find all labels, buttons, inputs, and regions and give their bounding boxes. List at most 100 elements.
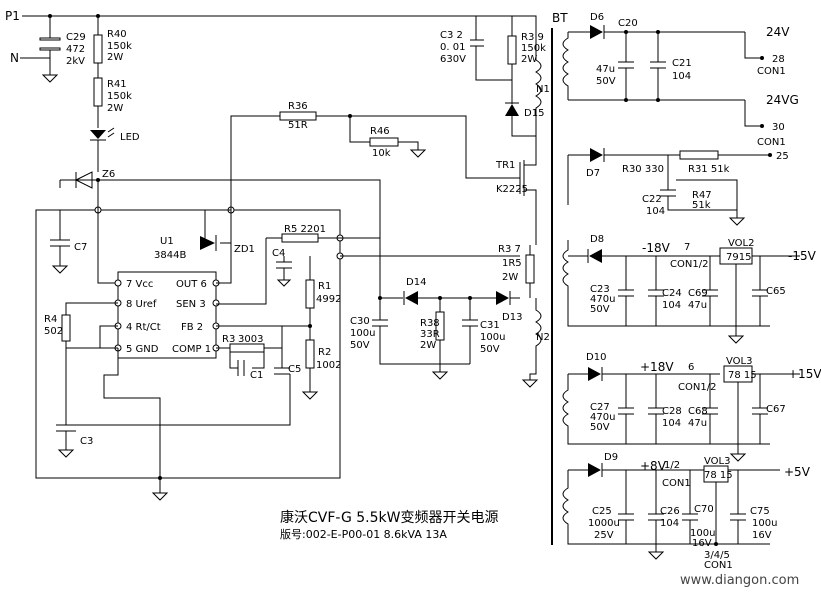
svg-text:16V: 16V bbox=[752, 530, 772, 541]
svg-text:150k: 150k bbox=[107, 41, 132, 52]
svg-text:104: 104 bbox=[662, 300, 681, 311]
svg-text:R46: R46 bbox=[370, 126, 390, 137]
svg-text:C25: C25 bbox=[592, 506, 612, 517]
title-block: 康沃CVF-G 5.5kW变频器开关电源 版号:002-E-P00-01 8.6… bbox=[280, 509, 799, 588]
svg-text:R40: R40 bbox=[107, 29, 127, 40]
output-24vg: 24VG bbox=[766, 93, 799, 107]
svg-text:CON1: CON1 bbox=[757, 66, 786, 77]
svg-text:R36: R36 bbox=[288, 101, 308, 112]
svg-text:104: 104 bbox=[660, 518, 679, 529]
output-24v: 24V bbox=[766, 25, 790, 39]
svg-text:470u: 470u bbox=[590, 412, 615, 423]
svg-text:C30: C30 bbox=[350, 316, 370, 327]
ic-part: 3844B bbox=[154, 250, 186, 261]
svg-text:CON1/2: CON1/2 bbox=[670, 259, 708, 270]
svg-text:C68: C68 bbox=[688, 406, 708, 417]
title-line-2: 版号:002-E-P00-01 8.6kVA 13A bbox=[280, 527, 447, 541]
svg-text:16V: 16V bbox=[692, 538, 712, 549]
svg-text:C22: C22 bbox=[642, 194, 662, 205]
svg-text:C65: C65 bbox=[766, 286, 786, 297]
svg-text:6: 6 bbox=[688, 362, 694, 373]
svg-text:R30 330: R30 330 bbox=[622, 164, 664, 175]
svg-text:C7: C7 bbox=[74, 242, 87, 253]
svg-text:K2225: K2225 bbox=[496, 184, 528, 195]
svg-text:VOL3: VOL3 bbox=[726, 356, 752, 367]
ic-ref: U1 bbox=[160, 236, 174, 247]
svg-text:D10: D10 bbox=[586, 352, 606, 363]
svg-text:2W: 2W bbox=[521, 54, 537, 65]
svg-text:C27: C27 bbox=[590, 402, 610, 413]
svg-text:2kV: 2kV bbox=[66, 56, 85, 67]
output-plus5v: +5V bbox=[784, 465, 811, 479]
svg-text:R3 7: R3 7 bbox=[498, 244, 521, 255]
svg-text:+18V: +18V bbox=[640, 360, 674, 374]
svg-text:1002: 1002 bbox=[316, 360, 341, 371]
svg-text:C70: C70 bbox=[694, 504, 714, 515]
svg-text:R5 2201: R5 2201 bbox=[284, 224, 326, 235]
svg-text:50V: 50V bbox=[596, 76, 616, 87]
svg-text:5 GND: 5 GND bbox=[126, 344, 159, 355]
svg-text:SEN 3: SEN 3 bbox=[176, 299, 206, 310]
svg-text:C4: C4 bbox=[272, 248, 285, 259]
svg-text:4992: 4992 bbox=[316, 294, 341, 305]
svg-text:50V: 50V bbox=[590, 422, 610, 433]
output-minus15v: -15V bbox=[788, 249, 817, 263]
svg-text:CON1: CON1 bbox=[757, 137, 786, 148]
svg-text:D13: D13 bbox=[502, 312, 522, 323]
svg-text:N1: N1 bbox=[536, 84, 550, 95]
svg-text:2W: 2W bbox=[420, 340, 436, 351]
svg-text:0. 01: 0. 01 bbox=[440, 42, 465, 53]
svg-text:D8: D8 bbox=[590, 234, 604, 245]
svg-text:78 15: 78 15 bbox=[728, 370, 757, 381]
input-section: P1 N C29 472 2kV R40 150k 2W R41 150k 2W… bbox=[5, 9, 510, 298]
svg-text:28: 28 bbox=[772, 54, 785, 65]
secondary-24v: D6 C20 47u 50V C21 104 24V 24VG 28 CON1 … bbox=[562, 12, 799, 148]
svg-text:C5: C5 bbox=[288, 364, 301, 375]
svg-text:FB 2: FB 2 bbox=[181, 322, 203, 333]
svg-text:CON1: CON1 bbox=[662, 478, 691, 489]
svg-text:VOL3: VOL3 bbox=[704, 456, 730, 467]
svg-text:470u: 470u bbox=[590, 294, 615, 305]
svg-text:C31: C31 bbox=[480, 320, 500, 331]
svg-text:1000u: 1000u bbox=[588, 518, 620, 529]
svg-text:104: 104 bbox=[672, 71, 691, 82]
svg-text:C23: C23 bbox=[590, 284, 610, 295]
svg-text:COMP 1: COMP 1 bbox=[172, 344, 211, 355]
svg-text:630V: 630V bbox=[440, 54, 466, 65]
secondary-25: D7 R30 330 R31 51k 25 C22 104 R47 51k bbox=[567, 148, 789, 226]
svg-text:R4: R4 bbox=[44, 314, 57, 325]
svg-text:51k: 51k bbox=[692, 200, 711, 211]
secondary-plus15: D10 +18V 6 CON1/2 VOL3 78 15 +15V C27 47… bbox=[562, 352, 821, 462]
svg-text:+8V: +8V bbox=[640, 459, 667, 473]
watermark: www.diangon.com bbox=[680, 573, 799, 588]
output-plus15v: +15V bbox=[788, 367, 821, 381]
svg-text:472: 472 bbox=[66, 44, 85, 55]
svg-text:C24: C24 bbox=[662, 288, 682, 299]
svg-text:7 Vcc: 7 Vcc bbox=[126, 279, 153, 290]
svg-text:R38: R38 bbox=[420, 318, 440, 329]
svg-text:4 Rt/Ct: 4 Rt/Ct bbox=[126, 322, 161, 333]
secondary-minus15: D8 -18V 7 CON1/2 VOL2 7915 -15V C23 470u… bbox=[562, 234, 817, 344]
svg-text:D14: D14 bbox=[406, 277, 426, 288]
svg-text:100u: 100u bbox=[690, 528, 715, 539]
svg-text:-18V: -18V bbox=[642, 241, 671, 255]
svg-text:C21: C21 bbox=[672, 58, 692, 69]
svg-text:8 Uref: 8 Uref bbox=[126, 299, 157, 310]
svg-text:TR1: TR1 bbox=[495, 160, 515, 171]
svg-text:100u: 100u bbox=[752, 518, 777, 529]
svg-text:47u: 47u bbox=[688, 418, 707, 429]
svg-text:502: 502 bbox=[44, 326, 63, 337]
svg-text:10k: 10k bbox=[372, 148, 391, 159]
svg-text:25V: 25V bbox=[594, 530, 614, 541]
svg-text:C67: C67 bbox=[766, 404, 786, 415]
svg-text:50V: 50V bbox=[590, 304, 610, 315]
primary-section: C3 2 0. 01 630V R3 9 150k 2W D15 N1 BT T… bbox=[440, 11, 568, 545]
svg-text:BT: BT bbox=[552, 11, 568, 25]
svg-text:C69: C69 bbox=[688, 288, 708, 299]
title-line-1: 康沃CVF-G 5.5kW变频器开关电源 bbox=[280, 509, 498, 526]
label-p1: P1 bbox=[5, 9, 20, 23]
svg-text:3003: 3003 bbox=[238, 334, 263, 345]
svg-text:R3 9: R3 9 bbox=[521, 32, 544, 43]
svg-text:C1: C1 bbox=[250, 370, 263, 381]
